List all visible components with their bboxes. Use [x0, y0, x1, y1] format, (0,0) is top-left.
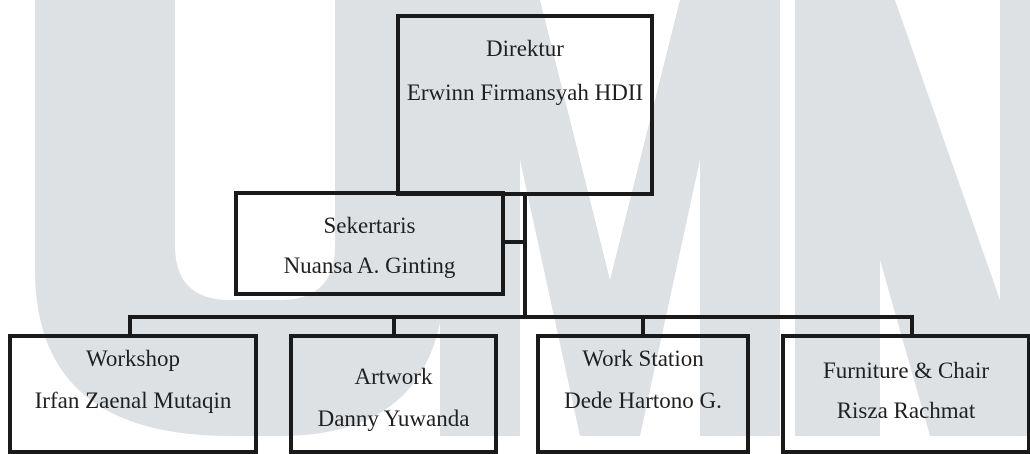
umn-watermark — [35, 0, 1030, 436]
department-head-name: Irfan Zaenal Mutaqin — [34, 388, 232, 413]
department-role: Furniture & Chair — [822, 358, 990, 383]
department-role: Artwork — [354, 364, 433, 389]
department-head-name: Risza Rachmat — [836, 398, 976, 423]
department-head-name: Danny Yuwanda — [317, 406, 470, 431]
department-box-work-station: Work Station Dede Hartono G. — [536, 334, 750, 454]
department-box-furniture-chair: Furniture & Chair Risza Rachmat — [781, 334, 1030, 454]
org-connectors — [128, 192, 914, 338]
sekretaris-box: Sekertaris Nuansa A. Ginting — [234, 191, 505, 296]
sekretaris-name: Nuansa A. Ginting — [283, 253, 456, 278]
sekretaris-role: Sekertaris — [323, 213, 416, 238]
watermark-letter-n — [795, 0, 1030, 436]
direktur-name: Erwinn Firmansyah HDII — [406, 80, 644, 105]
department-role: Workshop — [86, 346, 180, 371]
watermark-letter-u — [35, 0, 445, 436]
department-head-name: Dede Hartono G. — [564, 388, 722, 413]
department-role: Work Station — [582, 346, 704, 371]
direktur-box: Direktur Erwinn Firmansyah HDII — [396, 14, 654, 196]
direktur-role: Direktur — [486, 36, 564, 61]
department-box-workshop: Workshop Irfan Zaenal Mutaqin — [8, 334, 258, 454]
watermark-letter-m — [440, 0, 780, 436]
department-box-artwork: Artwork Danny Yuwanda — [289, 334, 498, 454]
